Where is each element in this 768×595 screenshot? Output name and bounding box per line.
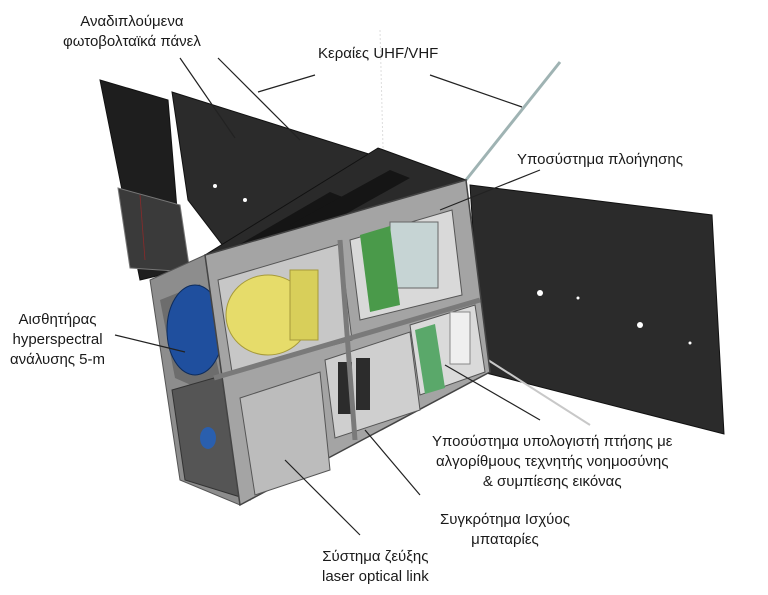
battery: [356, 358, 370, 410]
antenna-bottom: [487, 359, 591, 426]
label-navigation: Υποσύστημα πλοήγησης: [517, 151, 683, 168]
label-laser-link: Σύστημα ζεύξης laser optical link: [322, 548, 429, 585]
solar-panel-right: [469, 184, 725, 435]
antenna-right: [464, 61, 562, 181]
laser-aperture: [200, 427, 216, 449]
panel-hole: [243, 198, 247, 202]
top-slot: [290, 170, 410, 234]
panel-hole: [688, 341, 692, 345]
panel-hole: [637, 322, 643, 328]
panel-detail: [139, 194, 146, 261]
label-power: Συγκρότημα Ισχύος μπαταρίες: [440, 511, 570, 548]
label-solar-panels: Αναδιπλούμενα φωτοβολταϊκά πάνελ: [63, 13, 201, 50]
camera-barrel: [289, 269, 319, 341]
frame-rail: [337, 239, 358, 441]
panel-hole: [537, 290, 543, 296]
leader-lines: [114, 57, 541, 536]
label-flight-computer: Υποσύστημα υπολογιστή πτήσης με αλγορίθμ…: [432, 433, 673, 490]
label-hyperspectral-sensor: Αισθητήρας hyperspectral ανάλυσης 5-m: [10, 311, 106, 368]
nav-board: [360, 226, 400, 312]
computer-module: [449, 311, 471, 365]
laser-bay: [239, 371, 331, 496]
navigation-unit: [389, 221, 439, 289]
label-antennas: Κεραίες UHF/VHF: [318, 45, 439, 62]
panel-hole: [213, 184, 217, 188]
solar-panel-folded-lower: [117, 187, 191, 273]
panel-hole: [576, 296, 580, 300]
computer-board: [415, 324, 445, 394]
